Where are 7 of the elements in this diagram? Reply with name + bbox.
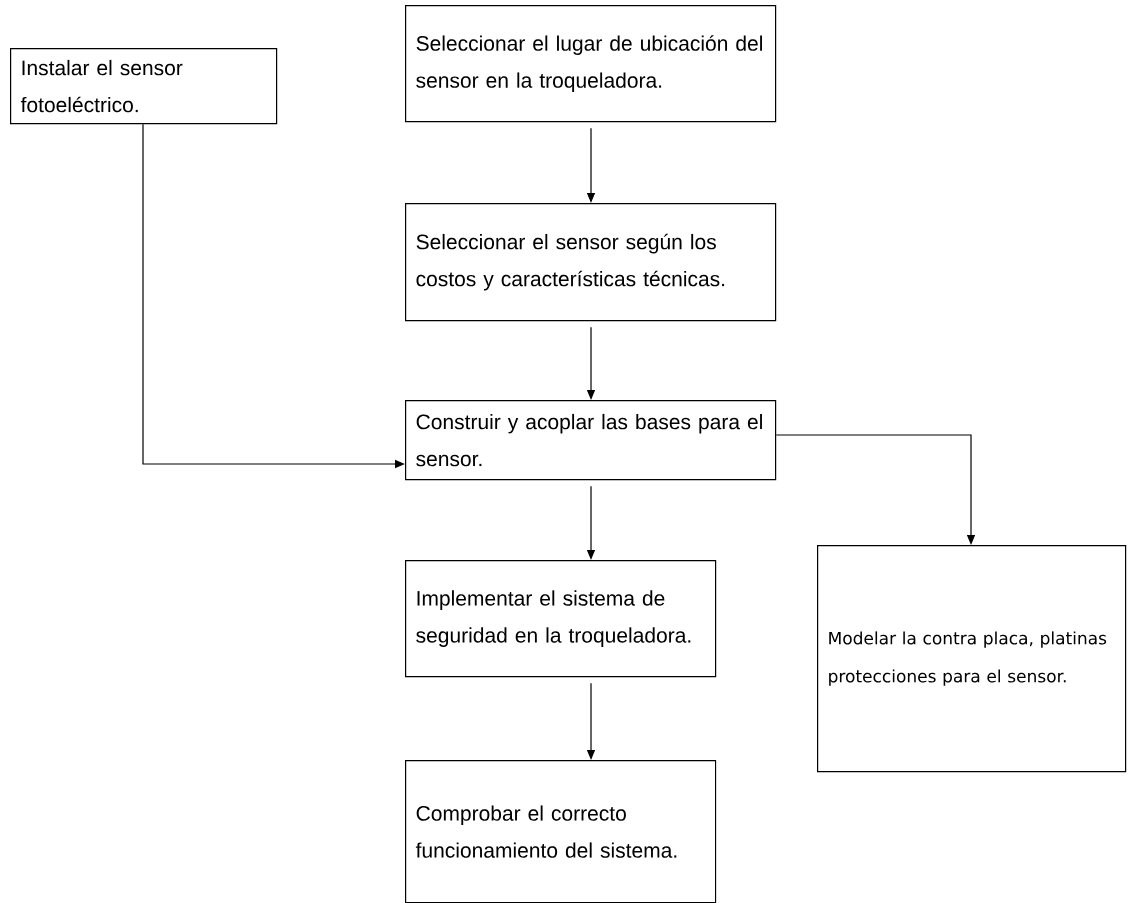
- process-box: Implementar el sistema de seguridad en la troqueladora.: [405, 560, 717, 678]
- process-box: Modelar la contra placa, platinas protecciones para el sensor.: [817, 545, 1127, 773]
- process-box: Seleccionar el sensor según los costos y características técnicas.: [405, 203, 777, 322]
- process-box: Seleccionar el lugar de ubicación del sensor en la troqueladora.: [405, 5, 777, 123]
- process-box: Instalar el sensor fotoeléctrico.: [10, 48, 278, 125]
- process-box: Comprobar el correcto funcionamiento del sistema.: [405, 760, 717, 903]
- process-box: Construir y acoplar las bases para el sensor.: [405, 400, 777, 481]
